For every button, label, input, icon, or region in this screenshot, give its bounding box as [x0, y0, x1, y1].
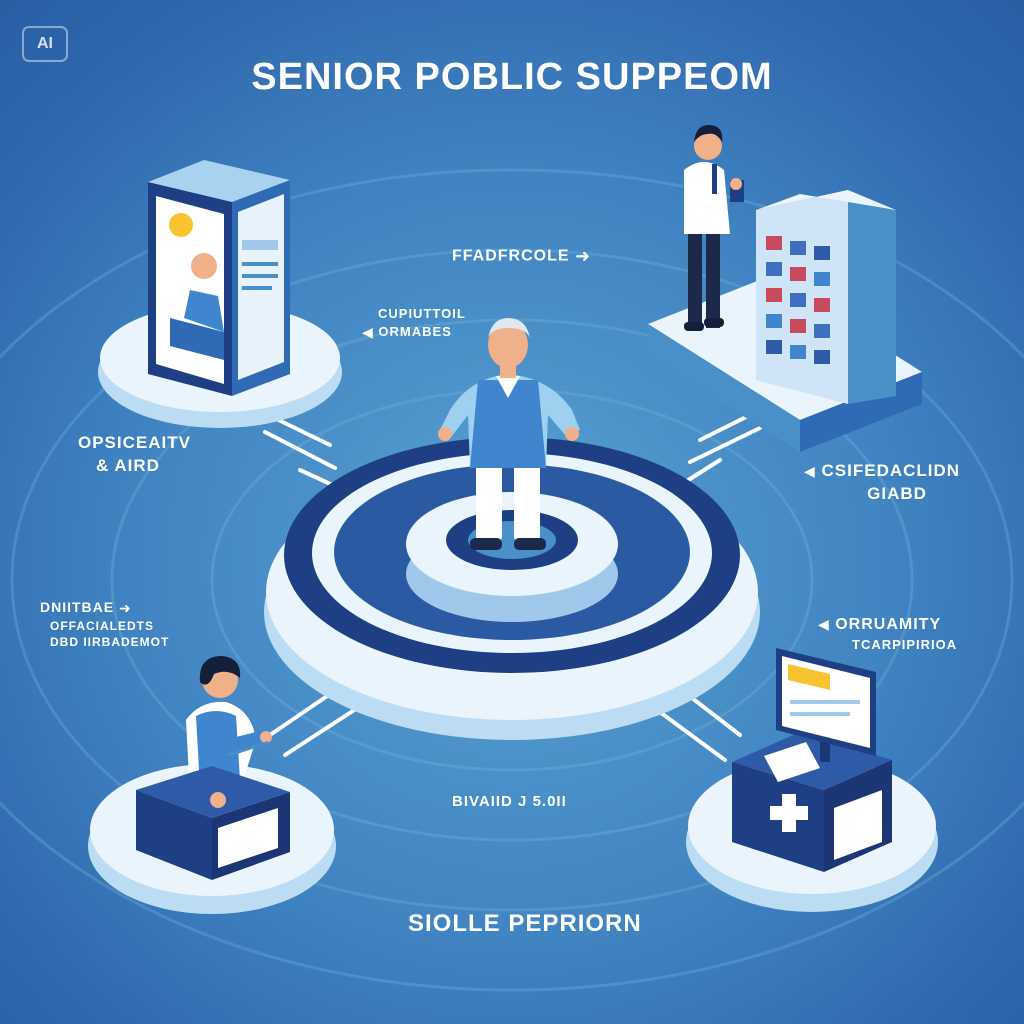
arrow-right-icon: ➜: [119, 599, 132, 616]
label-right-lower: ◀ ORRUAMITY TCARPIPIRIOA: [818, 616, 958, 652]
arrow-left-icon: ◀: [362, 323, 374, 340]
label-bottom-center: BIVAIID J 5.0II: [452, 793, 567, 810]
label-right-upper: ◀ CSIFEDACLIDN GIABD: [804, 461, 961, 503]
footer-label: SIOLLE PEPRIORN: [408, 910, 642, 937]
label-top-center: FFADFRCOLE ➜: [452, 244, 591, 268]
medical-box-monitor-icon: [686, 648, 938, 912]
page-title: SENIOR POBLIC SUPPEOM: [251, 56, 773, 98]
label-left-upper: OPSICEAITV & AIRD: [78, 433, 191, 475]
senior-person-icon: [438, 318, 580, 550]
staff-info-board-icon: [648, 124, 922, 452]
label-mid-center: CUPIUTTOIL ◀ ORMABES: [362, 306, 466, 340]
ai-badge: AI: [22, 26, 68, 62]
person-at-desk-icon: [88, 656, 336, 914]
central-platform: [264, 437, 760, 740]
arrow-right-icon: ➜: [575, 246, 592, 266]
arrow-left-icon: ◀: [804, 463, 816, 480]
label-left-lower: DNIITBAE ➜ OFFACIALEDTS DBD IIRBADEMOT: [40, 599, 170, 649]
info-board-tiles: [766, 236, 830, 364]
background-rings: [0, 168, 1024, 992]
arrow-left-icon: ◀: [818, 616, 830, 633]
profile-kiosk-icon: [98, 160, 342, 428]
